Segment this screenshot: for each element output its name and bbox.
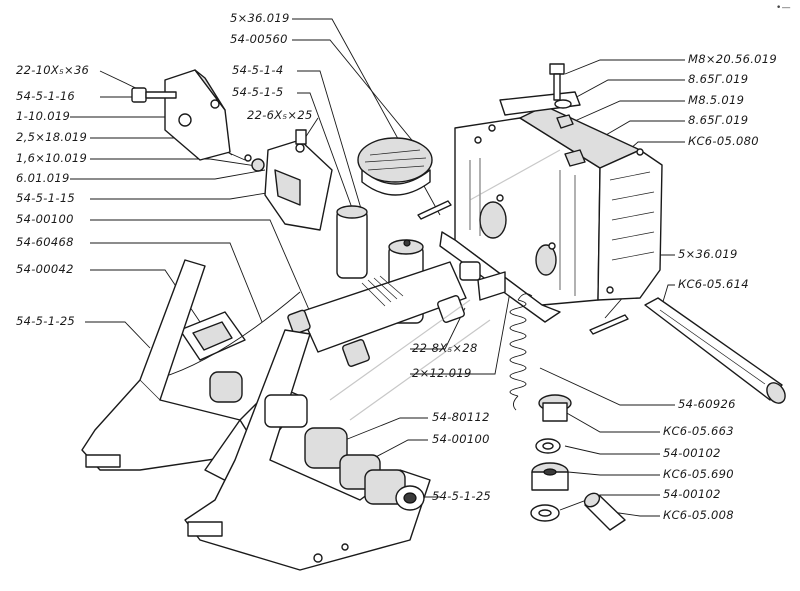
leader-l25 [410, 291, 511, 375]
small-fasteners [530, 394, 626, 531]
leader-l24 [410, 307, 466, 350]
leader-l33 [611, 511, 660, 517]
label-l28: 54-00100 [432, 432, 490, 446]
cotter-pins [417, 200, 629, 335]
leader-l26 [539, 367, 675, 406]
leader-l28 [369, 439, 428, 461]
leader-l19 [567, 100, 685, 125]
label-l10: 54-00100 [16, 212, 74, 226]
label-l09: 54-5-1-15 [16, 191, 76, 205]
leader-l29 [564, 411, 660, 433]
reservoir-cap [357, 137, 433, 196]
label-l21: КС6-05.080 [688, 134, 759, 148]
label-l14: 54-5-1-4 [232, 63, 284, 77]
corner-mark: •— [776, 3, 791, 13]
label-l33: КС6-05.008 [663, 508, 734, 522]
label-l01: 5×36.019 [230, 11, 290, 25]
watermark [329, 149, 561, 421]
pedal-pad [159, 291, 301, 403]
label-l27: 54-80112 [432, 410, 490, 424]
leader-l17 [564, 59, 685, 75]
return-spring [509, 293, 533, 411]
leader-l13 [85, 321, 151, 349]
label-l13: 54-5-1-25 [16, 314, 76, 328]
leader-l32 [559, 494, 660, 511]
pedal-arms [81, 259, 431, 571]
label-l08: 6.01.019 [16, 171, 70, 185]
label-l25: 2×12.019 [412, 366, 472, 380]
label-l17: M8×20.56.019 [688, 52, 778, 66]
leader-l14 [297, 70, 363, 213]
leader-l07 [90, 158, 257, 167]
label-l15: 54-5-1-5 [232, 85, 284, 99]
label-l05: 1-10.019 [16, 109, 71, 123]
leader-l10 [90, 219, 311, 313]
label-l16: 22-6X₅×25 [247, 108, 313, 122]
bracket-upper [131, 69, 231, 161]
leader-l27 [344, 417, 428, 441]
leader-lines [70, 18, 685, 517]
label-l18: 8.65Г.019 [688, 72, 749, 86]
label-l20: 8.65Г.019 [688, 113, 749, 127]
leader-l31 [567, 471, 660, 476]
label-l19: M8.5.019 [688, 93, 745, 107]
label-l32: 54-00102 [663, 487, 721, 501]
label-l23: КС6-05.614 [678, 277, 749, 291]
label-l07: 1,6×10.019 [16, 151, 88, 165]
label-l02: 54-00560 [230, 32, 288, 46]
label-l24: 22-8X₅×28 [412, 341, 478, 355]
label-l22: 5×36.019 [678, 247, 738, 261]
leader-l08 [70, 169, 266, 180]
label-l31: КС6-05.690 [663, 467, 734, 481]
label-l12: 54-00042 [16, 262, 74, 276]
leader-l15 [297, 92, 353, 209]
leader-l11 [90, 242, 263, 323]
top-plate-and-fasteners [499, 63, 586, 167]
label-l04: 54-5-1-16 [16, 89, 76, 103]
leader-l03 [99, 70, 141, 91]
label-l29: КС6-05.663 [663, 424, 734, 438]
leader-l30 [564, 445, 660, 455]
leader-l23 [661, 284, 675, 306]
leader-l02 [292, 39, 421, 151]
bracket-lower [244, 129, 333, 231]
master-cylinders [287, 205, 506, 367]
label-l06: 2,5×18.019 [16, 130, 88, 144]
label-l34: 54-5-1-25 [432, 489, 492, 503]
label-l11: 54-60468 [16, 235, 74, 249]
label-l30: 54-00102 [663, 446, 721, 460]
label-l26: 54-60926 [678, 397, 736, 411]
leader-l16 [304, 117, 319, 139]
label-l03: 22-10X₅×36 [16, 63, 90, 77]
long-pin [644, 297, 786, 404]
